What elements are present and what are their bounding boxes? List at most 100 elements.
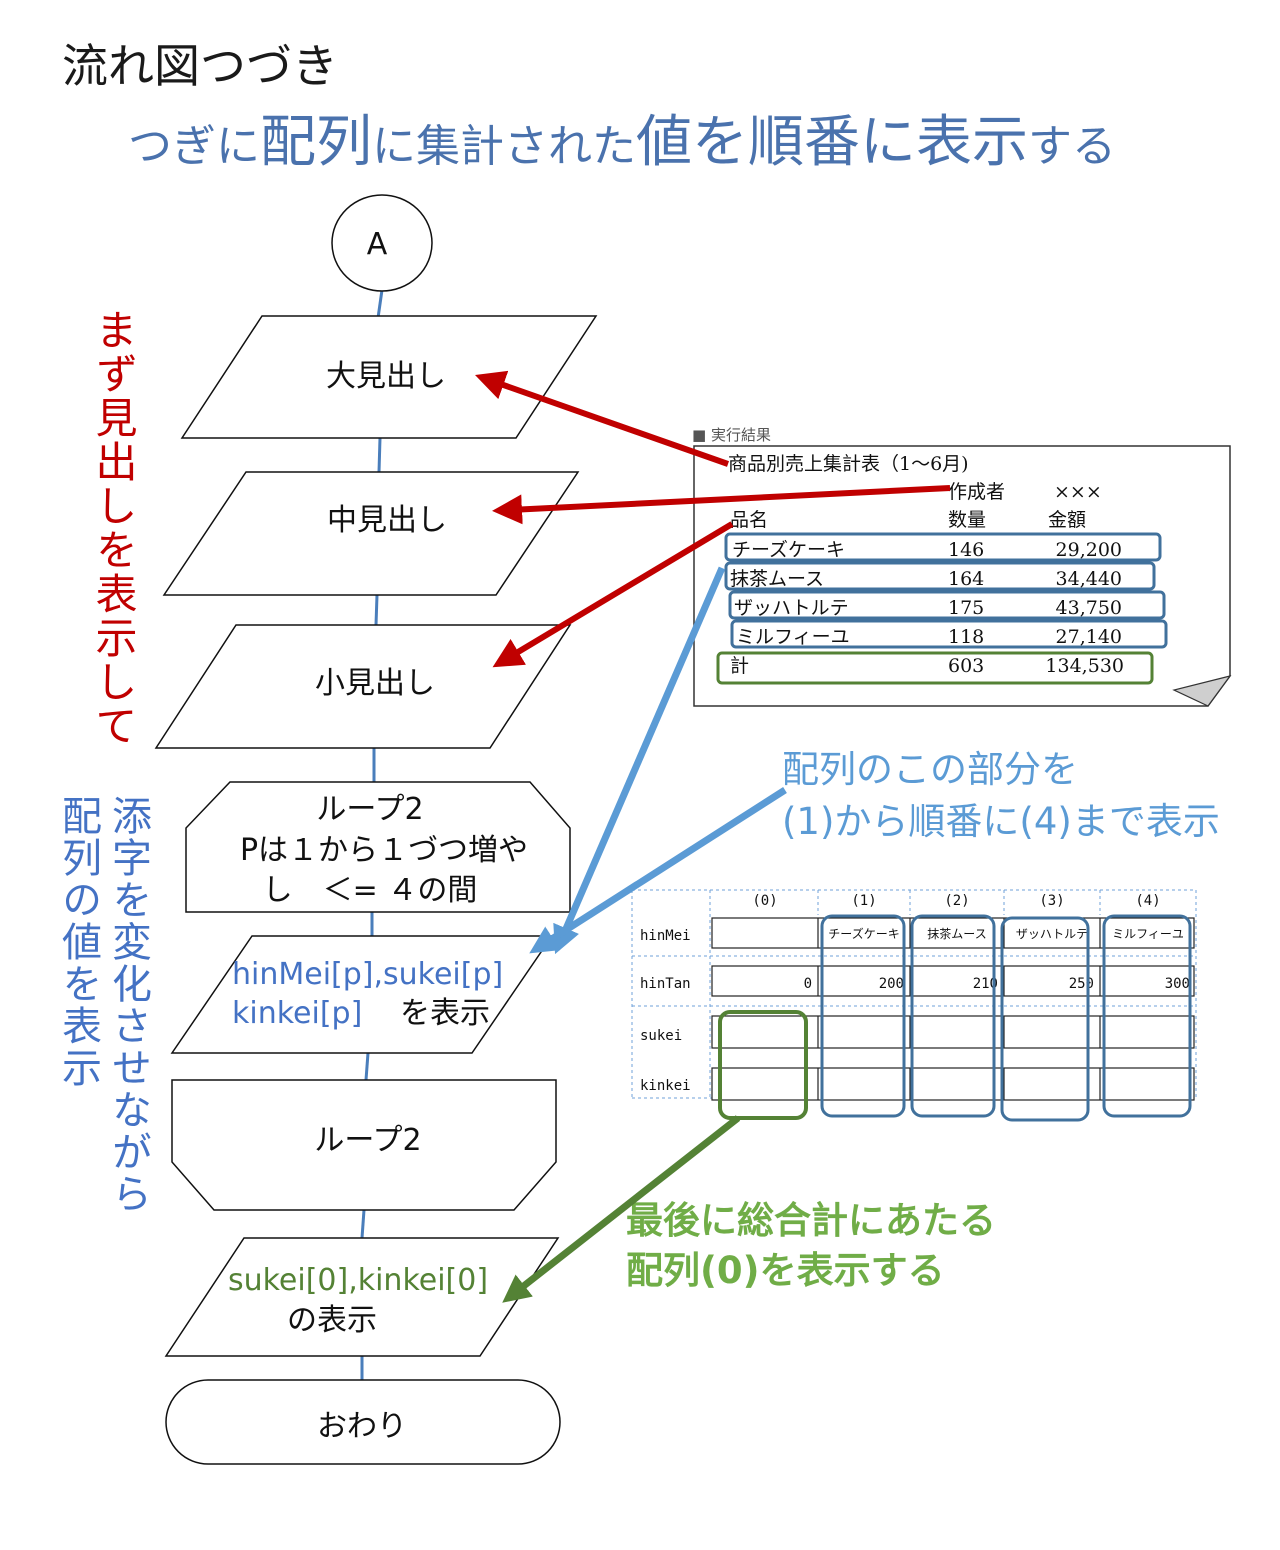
array-index: (3) (1039, 893, 1064, 909)
blue-caption-2: (1)から順番に(4)まで表示 (782, 800, 1220, 843)
subtitle-part: 配列 (260, 110, 372, 175)
output-vars-1: hinMei[p],sukei[p] (232, 957, 503, 992)
index4-highlight (1102, 914, 1192, 1118)
subtitle-part: に (372, 121, 416, 172)
page-subtitle: つぎに配列に集計された値を順番に表示する (128, 112, 1116, 187)
hinmei-cell: ミルフィーユ (1112, 927, 1184, 941)
report-row-amount: 29,200 (1056, 539, 1122, 561)
report-row-name: ザッハトルテ (734, 597, 849, 619)
hinmei-cell: 抹茶ムース (927, 926, 986, 941)
array-row-label: sukei (640, 1028, 682, 1044)
kinkei-row (711, 1067, 1195, 1101)
blue-arrow-report (553, 566, 726, 955)
hintan-cell: 0 (804, 976, 812, 992)
output-vars-2: kinkei[p] (232, 996, 362, 1031)
flow-line (374, 594, 379, 626)
report-total-label: 計 (730, 655, 749, 677)
hinmei-cell: チーズケーキ (828, 926, 899, 941)
hintan-cell: 300 (1165, 976, 1190, 992)
red-arrow-mid (492, 485, 951, 525)
mid-heading-label: 中見出し (327, 503, 447, 538)
report-row-highlight (724, 561, 1156, 591)
report-header-name: 品名 (730, 509, 768, 531)
flow-line (377, 437, 382, 473)
report-row-amount: 27,140 (1056, 626, 1122, 648)
array-table: (0) (1) (2) (3) (4) hinMei hinTan sukei … (631, 889, 1197, 1122)
connector-a (331, 194, 433, 292)
output-total-vars: sukei[0],kinkei[0] (228, 1263, 488, 1298)
array-index: (1) (851, 893, 876, 909)
report-row-qty: 164 (948, 568, 984, 590)
output-total-suffix: の表示 (287, 1303, 377, 1338)
index3-highlight (1000, 916, 1090, 1122)
report-row-highlight (728, 590, 1166, 620)
io-output-items (170, 935, 554, 1054)
report-row-name: ミルフィーユ (736, 626, 850, 648)
hinmei-cell: ザッハトルテ (1016, 927, 1088, 941)
report-header-qty: 数量 (948, 509, 986, 531)
red-vertical-note: まず見出しを表示して (89, 308, 138, 748)
report-row-amount: 34,440 (1056, 568, 1122, 590)
io-output-total (164, 1237, 560, 1357)
loop-start-line-1: ループ2 (316, 792, 423, 827)
report-total-highlight (716, 651, 1154, 685)
report-title: 商品別売上集計表（1～6月) (728, 453, 969, 475)
report-author-label: 作成者 (948, 481, 1005, 503)
flow-line (360, 1209, 366, 1239)
report-author-value: ××× (1054, 481, 1102, 503)
index0-highlight (718, 1010, 808, 1120)
report-row-name: 抹茶ムース (730, 568, 824, 590)
io-small-heading (154, 624, 572, 749)
report-total-amount: 134,530 (1045, 655, 1124, 677)
green-arrow (502, 1115, 741, 1303)
green-caption-1: 最後に総合計にあたる (626, 1199, 996, 1242)
hintan-cell: 200 (879, 976, 904, 992)
array-row-label: hinMei (640, 928, 691, 944)
flow-line (364, 1052, 370, 1081)
report-row-qty: 118 (948, 626, 984, 648)
blue-caption-1: 配列のこの部分を (782, 748, 1078, 791)
array-index: (2) (944, 893, 969, 909)
report-row-qty: 146 (948, 539, 984, 561)
subtitle-part: つぎに (128, 121, 260, 172)
array-index: (0) (752, 893, 777, 909)
green-caption-2: 配列(0)を表示する (626, 1249, 945, 1292)
report-fragment: ■ 実行結果 (692, 426, 771, 444)
index2-highlight (910, 914, 996, 1118)
paper-curl (1172, 675, 1232, 707)
report-row-name: チーズケーキ (732, 539, 845, 561)
index1-highlight (820, 914, 906, 1118)
red-arrow-small (492, 521, 734, 668)
io-big-heading (180, 315, 598, 439)
report-header-amount: 金額 (1048, 509, 1086, 531)
sukei-row (711, 1015, 1195, 1049)
small-heading-label: 小見出し (315, 666, 435, 701)
array-row-label: hinTan (640, 976, 691, 992)
loop-end-label: ループ2 (314, 1123, 421, 1158)
red-arrow-big (475, 370, 729, 467)
hinmei-row (711, 917, 1195, 949)
loop-start-line-3: し ＜= ４の間 (263, 873, 478, 908)
hintan-cell: 250 (1069, 976, 1094, 992)
report-row-highlight (724, 532, 1162, 562)
connector-a-label: A (367, 227, 388, 262)
terminal-label: おわり (317, 1409, 407, 1444)
output-items-suffix: を表示 (400, 996, 490, 1031)
report-row-highlight (730, 619, 1168, 649)
io-mid-heading (162, 471, 580, 596)
subtitle-part: する (1028, 121, 1116, 172)
blue-vertical-note-2: 配列の値を表示 (55, 795, 101, 1089)
terminal-end (165, 1379, 561, 1465)
hintan-cell: 210 (973, 976, 998, 992)
loop-end (171, 1079, 557, 1211)
blue-arrow-array (529, 787, 787, 954)
big-heading-label: 大見出し (326, 359, 446, 394)
subtitle-part: 値を順番に表示 (636, 110, 1028, 175)
report-total-qty: 603 (948, 655, 984, 677)
array-row-label: kinkei (640, 1078, 691, 1094)
page-title: 流れ図つづき (62, 39, 338, 93)
hintan-row (711, 965, 1195, 997)
loop-start-line-2: Pは１から１づつ増や (240, 833, 528, 868)
blue-vertical-note-1: 添字を変化させながら (105, 795, 151, 1215)
